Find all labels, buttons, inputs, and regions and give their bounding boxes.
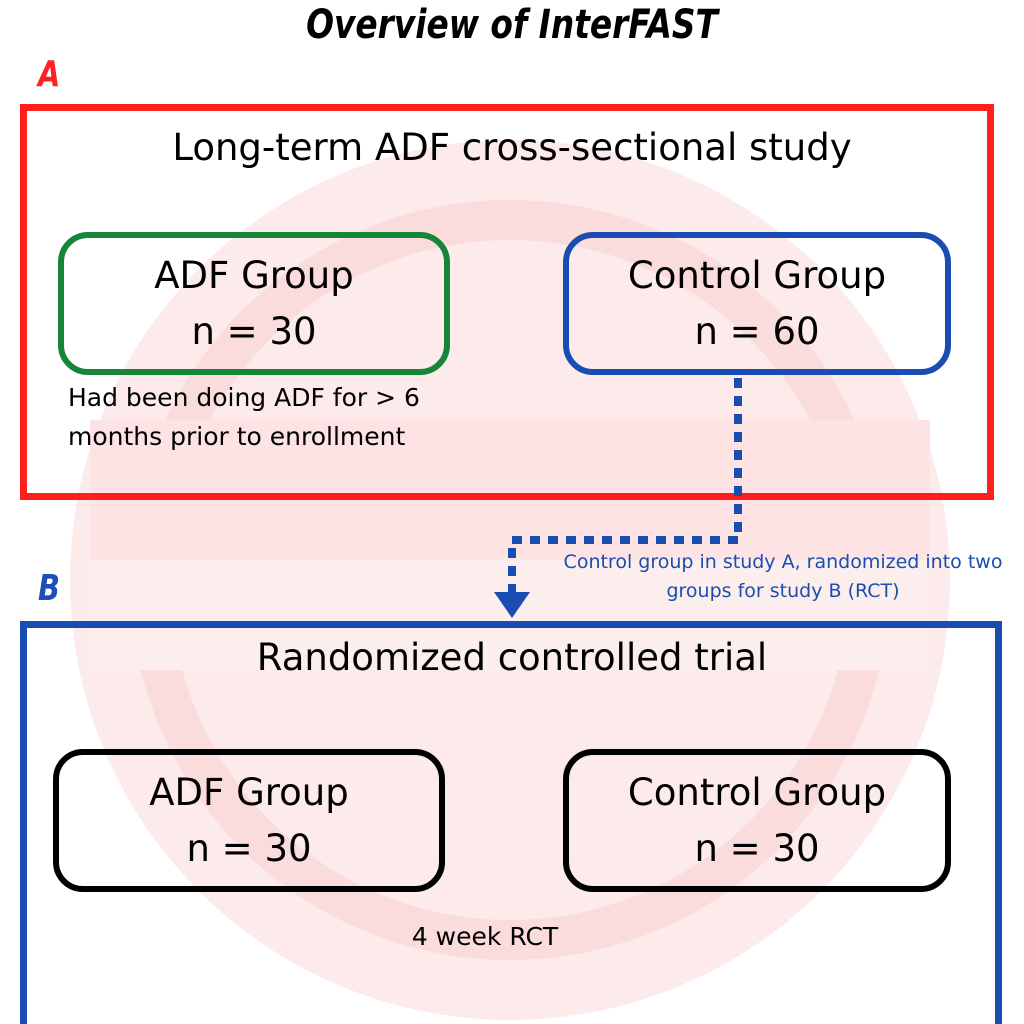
study-a-heading: Long-term ADF cross-sectional study xyxy=(172,126,852,169)
study-a-adf-note: Had been doing ADF for > 6 months prior … xyxy=(68,383,420,451)
study-a-adf-group-name: ADF Group xyxy=(154,253,354,297)
study-a-adf-group-box: ADF Group n = 30 xyxy=(58,232,450,375)
study-b-control-group-box: Control Group n = 30 xyxy=(563,749,951,892)
study-a-control-group-box: Control Group n = 60 xyxy=(563,232,951,375)
study-b-adf-group-name: ADF Group xyxy=(149,770,349,814)
study-a-control-group-name: Control Group xyxy=(627,253,887,297)
study-b-duration-note: 4 week RCT xyxy=(411,922,559,951)
connector-arrowhead xyxy=(494,592,530,618)
connector-note: Control group in study A, randomized int… xyxy=(563,551,1003,602)
study-b-adf-group-count: n = 30 xyxy=(186,826,312,870)
study-b-adf-group-box: ADF Group n = 30 xyxy=(53,749,445,892)
study-b-control-group-name: Control Group xyxy=(627,770,887,814)
diagram-title: Overview of InterFAST xyxy=(306,2,718,48)
study-a-control-group-count: n = 60 xyxy=(694,309,820,353)
study-a-adf-group-count: n = 30 xyxy=(191,309,317,353)
study-b-control-group-count: n = 30 xyxy=(694,826,820,870)
section-a-letter: A xyxy=(38,54,61,95)
section-b-letter: B xyxy=(38,568,60,609)
study-b-heading: Randomized controlled trial xyxy=(256,636,768,679)
